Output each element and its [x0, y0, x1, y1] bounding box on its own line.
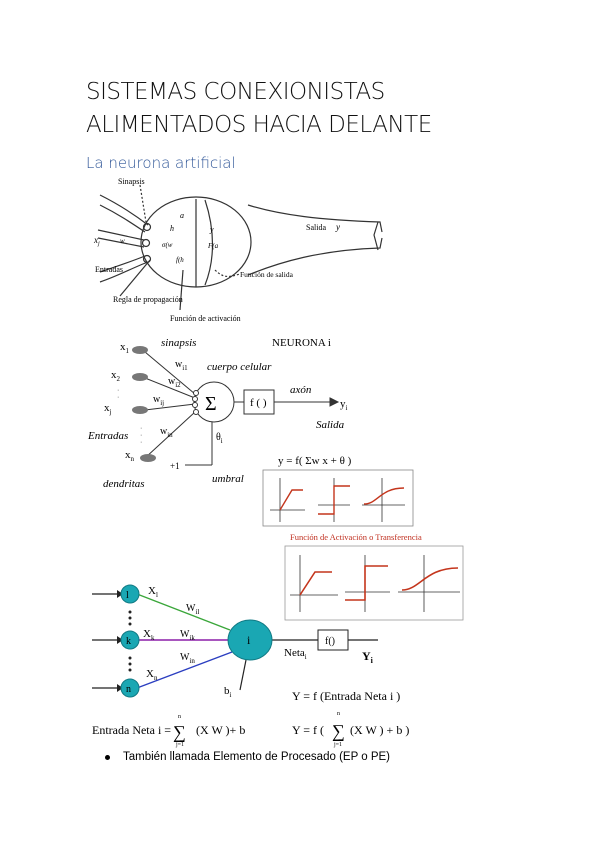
fig4-x-k: Xk: [143, 628, 155, 642]
fig1-yi-label: y: [209, 225, 214, 234]
fig2-formula: y = f( Σw x + θ ): [278, 455, 352, 467]
fig1-salida-y-label: y: [335, 222, 340, 232]
fig4-f-label: f(): [325, 636, 335, 647]
fig2-x2-label: x2: [111, 369, 121, 383]
fig1-wij-label: w: [120, 237, 125, 245]
fig4-f-box: [317, 629, 349, 651]
section-heading: La neurona artificial: [86, 154, 236, 172]
fig4-eq3-left: Y = f (: [292, 723, 324, 737]
fig4-w-in: Win: [180, 652, 195, 665]
fig4-eq2-right: (X W )+ b: [196, 723, 245, 737]
title-line-1: SISTEMAS CONEXIONISTAS: [86, 79, 385, 105]
fig2-entradas-label: Entradas: [87, 430, 128, 442]
svg-text:·: ·: [140, 425, 142, 432]
fig2-sum-symbol: Σ: [205, 393, 217, 415]
fig4-neuron-label: i: [247, 633, 251, 647]
fig1-hi-label: h: [170, 224, 174, 233]
fig4-w-il: Wil: [186, 603, 199, 616]
fig2-activation-plots: [262, 469, 414, 527]
fig2-win-label: win: [160, 426, 173, 439]
fig1-sinapsis-label: Sinapsis: [118, 177, 145, 186]
fig2-salida-label: Salida: [316, 419, 345, 431]
fig4-node-n: n: [126, 684, 131, 695]
fig3-title: Función de Activación o Transferencia: [290, 532, 422, 542]
fig2-yi-label: yi: [340, 398, 348, 412]
fig4-eq2-sum-symbol: ∑: [173, 722, 186, 742]
fig4-eq3-sum-top: n: [337, 711, 340, 717]
fig2-wij-label: wij: [153, 394, 164, 407]
fig4-x-n: Xn: [146, 668, 158, 682]
fig4-eq3-sum-symbol: ∑: [332, 721, 345, 741]
fig1-xj-label: xj: [93, 235, 100, 247]
fig2-xj-label: xj: [104, 402, 112, 416]
fig1-salida-label: Salida: [306, 223, 326, 232]
fig2-theta-label: θi: [216, 432, 223, 445]
svg-text:·: ·: [117, 394, 119, 401]
fig4-eq2-left: Entrada Neta i =: [92, 723, 171, 737]
fig2-plus1-label: +1: [170, 461, 180, 471]
fig1-ai-label: a: [180, 211, 184, 220]
fig4-neta-label: Netai: [284, 647, 307, 661]
fig4-x-l: Xl: [148, 585, 158, 599]
bullet-text: También llamada Elemento de Procesado (E…: [123, 751, 390, 763]
fig2-xn-label: xn: [125, 449, 135, 463]
fig4-input-nodes: [120, 584, 140, 698]
fig4-bi-label: bi: [224, 685, 232, 699]
fig1-funcion-activacion-label: Función de activación: [170, 314, 241, 323]
fig1-f-hi-label: f(h: [176, 256, 184, 264]
fig4-yi-label: Yi: [362, 649, 374, 665]
fig4-eq3-right: (X W ) + b ): [350, 723, 409, 737]
fig4-node-l: l: [126, 590, 129, 601]
fig2-f-box-label: f ( ): [250, 397, 267, 409]
fig2-sinapsis-label: sinapsis: [161, 337, 196, 349]
fig2-cuerpo-label: cuerpo celular: [207, 361, 272, 373]
fig1-sigma-label: σ(w: [162, 241, 173, 249]
fig4-neuron-node: [227, 619, 273, 661]
fig2-dendritas-label: dendritas: [103, 478, 145, 490]
fig4-node-k: k: [126, 636, 131, 647]
fig2-wi1-label: wi1: [175, 359, 188, 372]
svg-text:·: ·: [140, 432, 142, 439]
bullet-dot: [105, 755, 110, 760]
fig2-neurona-label: NEURONA i: [272, 337, 331, 349]
title-line-2: ALIMENTADOS HACIA DELANTE: [86, 112, 432, 138]
page-title: SISTEMAS CONEXIONISTAS ALIMENTADOS HACIA…: [86, 76, 566, 142]
fig1-funcion-salida-label: Función de salida: [240, 270, 294, 279]
svg-text:·: ·: [117, 387, 119, 394]
svg-text:·: ·: [140, 439, 142, 446]
fig2-axon-label: axón: [290, 384, 312, 396]
fig4-eq2-sum-top: n: [178, 714, 181, 720]
fig1-entradas-label: Entradas: [95, 265, 123, 274]
fig4-w-ik: Wik: [180, 629, 195, 642]
fig2-x1-label: x1: [120, 341, 130, 355]
fig2-wi2-label: wi2: [168, 376, 181, 389]
fig1-f-ai-label: F(a: [207, 242, 219, 250]
fig1-regla-label: Regla de propagación: [113, 295, 183, 304]
fig4-eq2-sum-bot: j=1: [175, 742, 184, 748]
fig4-eq1: Y = f (Entrada Neta i ): [292, 689, 400, 703]
fig2-umbral-label: umbral: [212, 473, 244, 485]
fig4-eq3-sum-bot: j=1: [333, 742, 342, 748]
